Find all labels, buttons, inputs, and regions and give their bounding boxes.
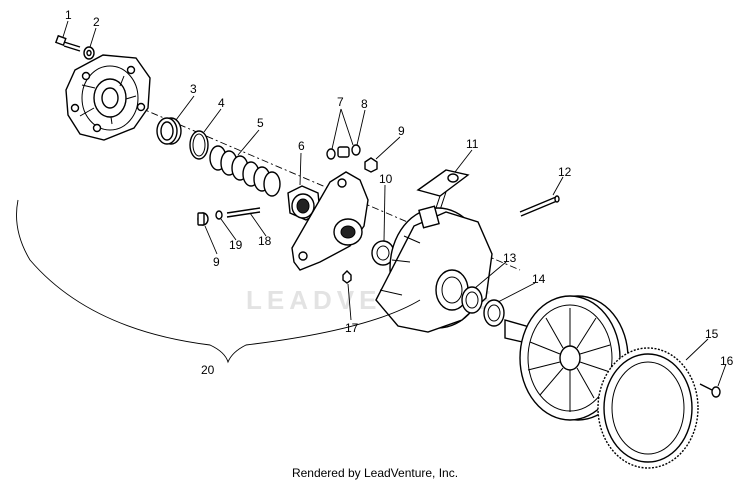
cam-part	[287, 185, 321, 221]
pin-part	[519, 195, 560, 217]
fixed-sheave-part	[504, 295, 629, 421]
cover-plate-part	[65, 54, 151, 141]
pin-18-part	[226, 207, 261, 218]
callout-8: 8	[361, 97, 368, 111]
weight-link-part	[416, 169, 470, 215]
leader-lines	[62, 20, 727, 387]
footer-credit: Rendered by LeadVenture, Inc.	[291, 466, 459, 480]
callout-12: 12	[558, 165, 572, 179]
roller-washers-part	[326, 144, 361, 160]
callout-15: 15	[705, 327, 719, 341]
spring-part	[209, 145, 281, 197]
callout-5: 5	[257, 116, 264, 130]
callout-9-upper: 9	[398, 124, 405, 138]
callout-1: 1	[65, 8, 72, 22]
washer-part	[83, 46, 95, 60]
bushing-part	[156, 117, 182, 145]
washer-19-part	[215, 210, 223, 220]
callout-14: 14	[532, 272, 546, 286]
callout-2: 2	[93, 15, 100, 29]
callout-7: 7	[337, 95, 344, 109]
assembly-bracket	[16, 199, 421, 364]
callout-4: 4	[218, 96, 225, 110]
bolt-part	[54, 34, 81, 52]
callout-9-lower: 9	[213, 255, 220, 269]
callout-11: 11	[466, 137, 479, 151]
callout-17: 17	[345, 321, 359, 335]
ring-13-part	[461, 286, 483, 314]
small-bolt-part	[342, 270, 352, 284]
callout-13: 13	[503, 251, 517, 265]
callout-20: 20	[201, 363, 215, 377]
retaining-ring-part	[189, 130, 209, 160]
ring-gear-part	[597, 347, 699, 469]
callout-6: 6	[298, 139, 305, 153]
nut-upper-part	[364, 157, 378, 173]
callout-3: 3	[190, 82, 197, 96]
screw-part	[699, 383, 721, 398]
ring-14-part	[483, 299, 505, 327]
spider-arm-part	[291, 171, 369, 271]
callout-16: 16	[720, 354, 734, 368]
nut-lower-part	[197, 212, 209, 226]
callout-18: 18	[258, 234, 272, 248]
callout-19: 19	[229, 238, 243, 252]
callout-10: 10	[379, 172, 393, 186]
